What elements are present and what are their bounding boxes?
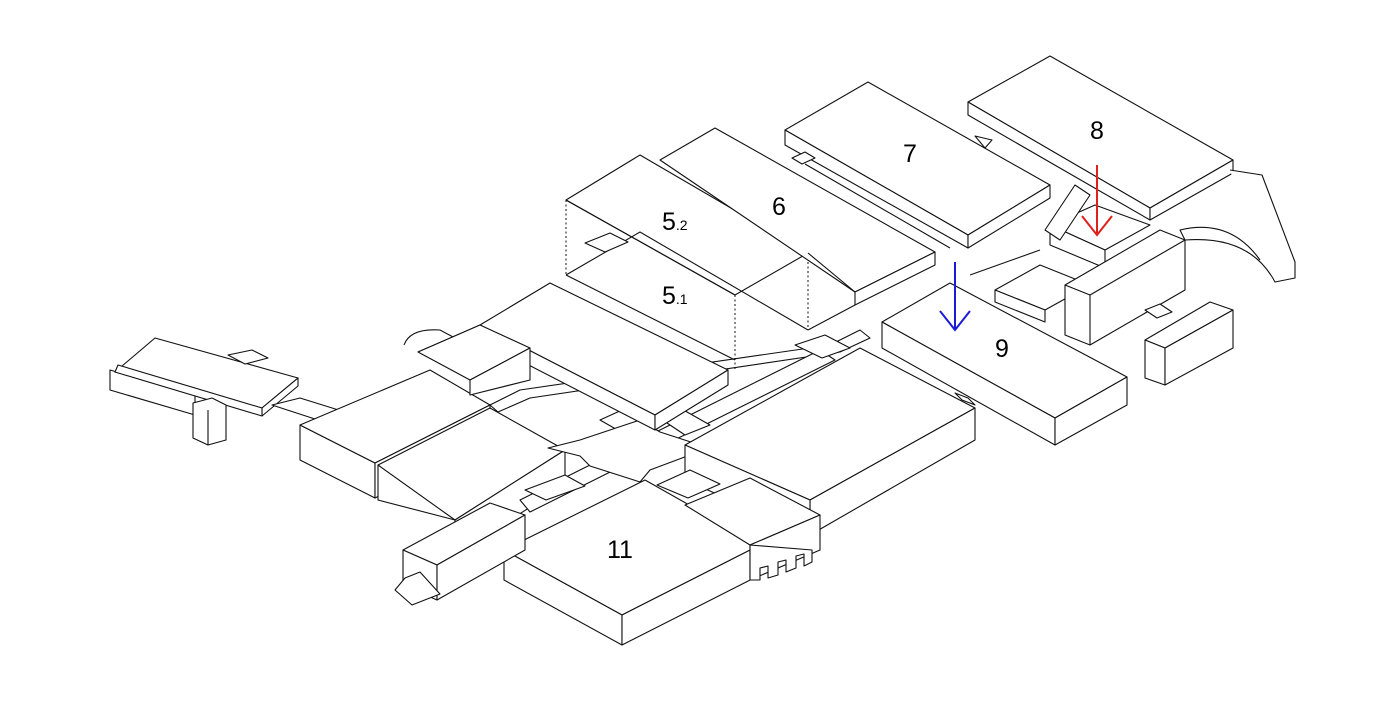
svg-text:5.1: 5.1 xyxy=(662,282,688,310)
block-8 xyxy=(967,55,1296,283)
label-11: 11 xyxy=(607,536,633,564)
block-6 xyxy=(659,127,936,331)
label-5-1: 5.1 xyxy=(662,282,688,310)
block-southwest-entrance xyxy=(394,502,526,606)
arrow-down-icon xyxy=(1081,165,1113,237)
block-east-structure xyxy=(969,184,1186,346)
block-11 xyxy=(503,479,761,646)
block-west-platform xyxy=(109,337,346,446)
label-6: 6 xyxy=(772,193,786,221)
block-5-1 xyxy=(417,282,729,431)
block-5-2 xyxy=(565,154,809,370)
label-8: 8 xyxy=(1090,117,1104,145)
svg-text:5.2: 5.2 xyxy=(662,208,688,236)
label-5-2: 5.2 xyxy=(662,208,688,236)
block-9 xyxy=(881,282,1128,446)
block-east-small xyxy=(1144,301,1234,386)
label-7: 7 xyxy=(903,140,917,168)
block-7 xyxy=(784,81,1051,249)
arrow-down-icon xyxy=(939,262,971,332)
block-notched xyxy=(656,469,821,581)
label-9: 9 xyxy=(995,335,1009,363)
